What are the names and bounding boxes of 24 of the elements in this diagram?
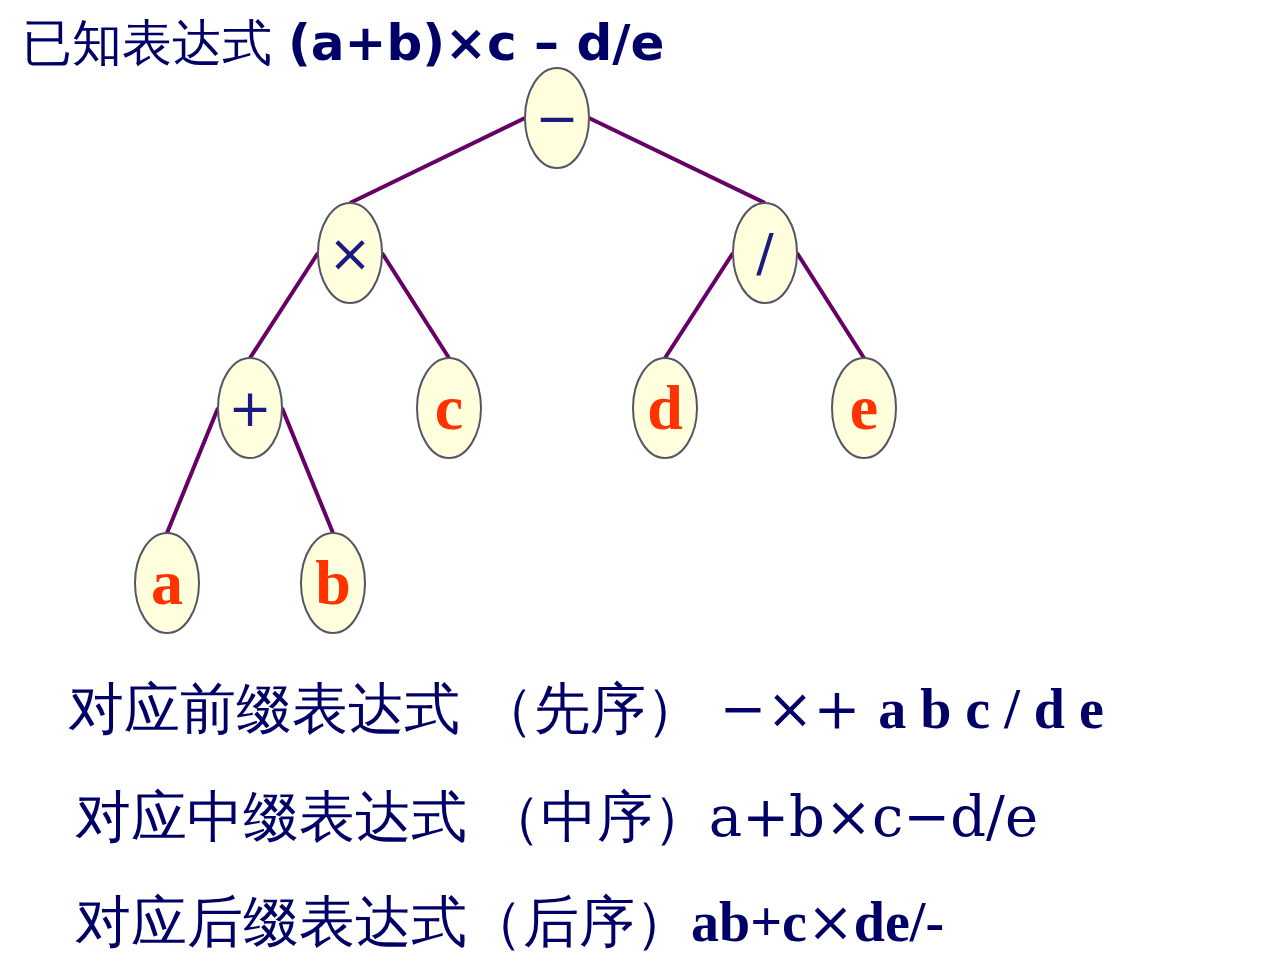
operand-label: b [314, 551, 352, 615]
tree-edge [349, 116, 526, 205]
tree-node [524, 67, 590, 169]
tree-node [317, 202, 383, 304]
operand-label: a [150, 551, 184, 615]
tree-edge [588, 116, 766, 205]
tree-node [300, 532, 366, 634]
expression-text: 对应前缀表达式 （先序） −×+ a b c / d e [68, 675, 1104, 743]
tree-node [632, 357, 698, 459]
expression-text: 对应后缀表达式（后序）ab+c×de/- [75, 888, 945, 956]
operand-label: c [433, 376, 465, 440]
expression-text: 对应中缀表达式 （中序）a+b×c−d/e [75, 783, 1039, 851]
tree-node [732, 202, 798, 304]
operator-label: × [327, 227, 373, 279]
heading: 已知表达式 (a+b)×c – d/e [22, 13, 665, 74]
tree-node [134, 532, 200, 634]
tree-node [416, 357, 482, 459]
operator-label: / [755, 227, 775, 279]
tree-node [831, 357, 897, 459]
operand-label: d [646, 376, 684, 440]
operator-label: + [227, 382, 273, 434]
operand-label: e [848, 376, 880, 440]
operator-label: − [534, 92, 580, 144]
tree-node [217, 357, 283, 459]
